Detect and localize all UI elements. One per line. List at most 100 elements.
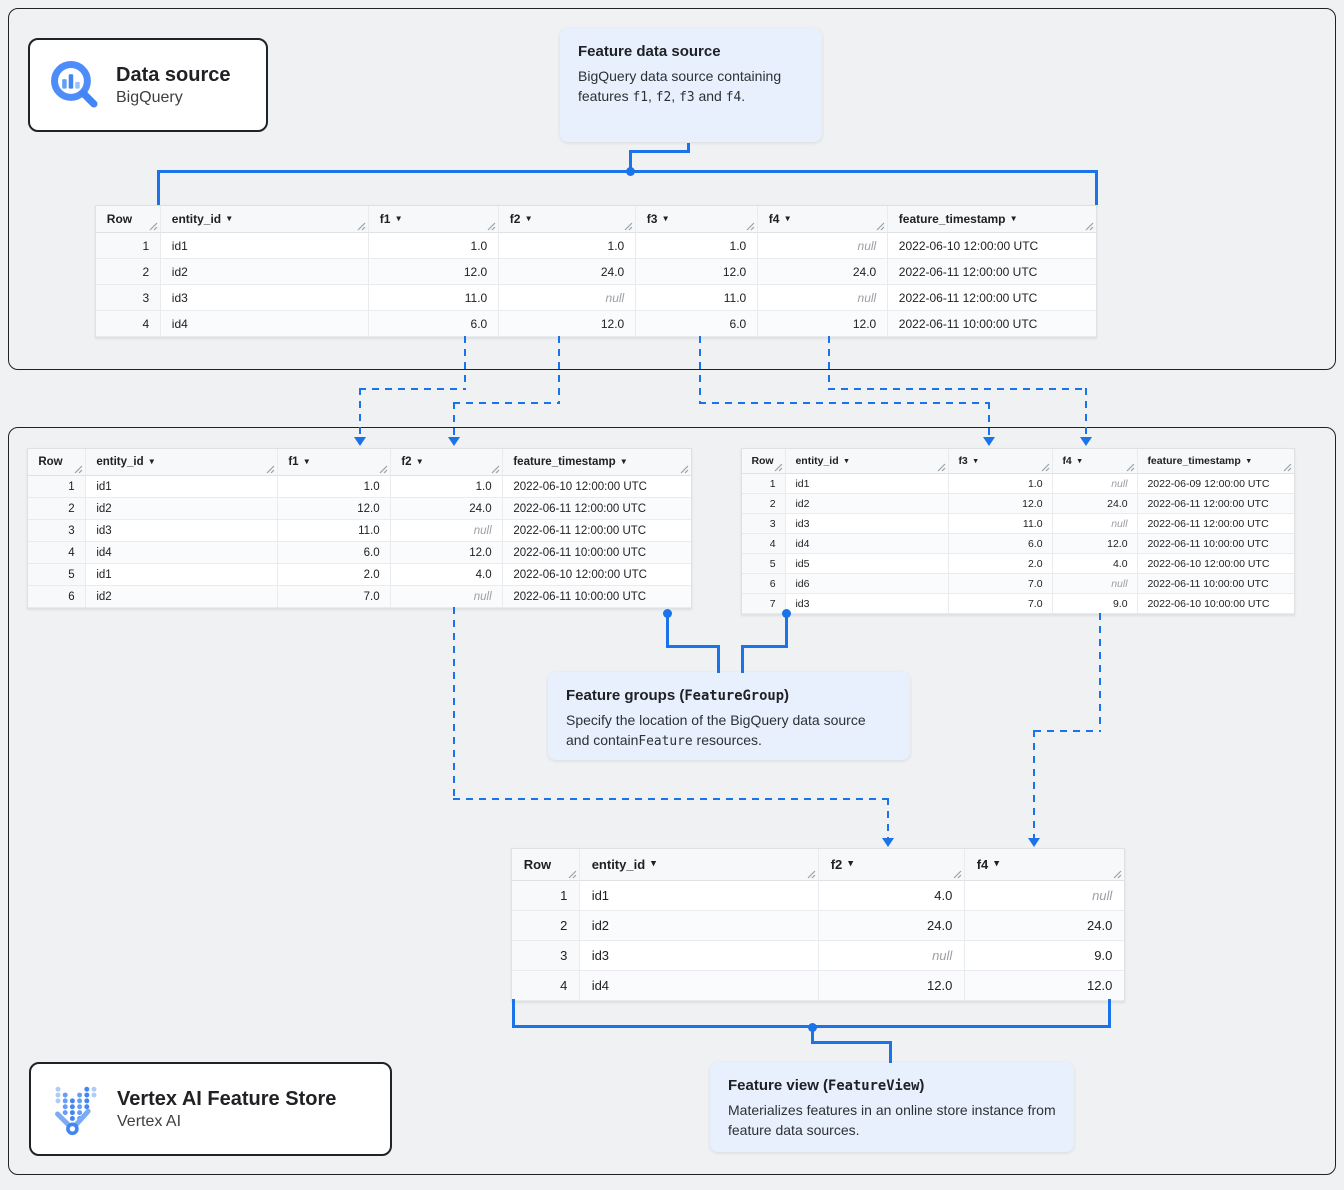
resize-handle-icon [774,463,783,472]
connector-dashed-line [1034,730,1101,732]
column-label: f1 [288,456,299,468]
connector-dashed-line [558,336,560,404]
column-label: f4 [768,212,780,226]
vertex-subtitle: Vertex AI [117,1112,182,1130]
connector-dashed-line [699,402,990,404]
column-header-Row: Row [742,449,786,474]
column-header-entity_id: entity_id▾ [161,206,369,233]
table-cell: 1 [96,233,161,259]
resize-handle-icon [746,222,755,231]
arrow-down-icon [882,838,894,847]
resize-handle-icon [487,222,496,231]
connector-line [717,645,720,673]
table-cell: id3 [786,514,949,534]
table-cell: 3 [28,520,86,542]
table-cell: id2 [580,911,819,941]
table-cell: 4 [28,542,86,564]
table-cell: 7.0 [949,574,1053,594]
connector-dashed-line [453,607,455,800]
resize-handle-icon [74,465,83,474]
table-cell: id3 [86,520,278,542]
table-cell: 3 [96,285,161,311]
table-cell: 24.0 [819,911,965,941]
table-cell: id2 [161,259,369,285]
table-cell: 6.0 [949,534,1053,554]
table-cell: 2 [512,911,580,941]
connector-line [1095,170,1098,205]
column-label: entity_id [171,212,222,226]
resize-handle-icon [624,222,633,231]
table-cell: id4 [161,311,369,337]
table-cell: 1.0 [636,233,758,259]
sort-arrow-icon: ▾ [994,858,999,868]
table-cell: 2 [28,498,86,520]
column-header-f1: f1▾ [369,206,499,233]
callout-title: Feature data source [578,43,721,60]
bigquery-section-box [8,8,1336,370]
feature-groups-callout: Feature groups (FeatureGroup) Specify th… [548,672,910,760]
sort-arrow-icon: ▾ [844,455,849,465]
table-cell: id1 [86,476,278,498]
table-cell: null [1053,574,1138,594]
connector-line [629,150,690,153]
table-cell: 12.0 [758,311,888,337]
column-header-feature_timestamp: feature_timestamp▾ [503,449,691,476]
connector-dashed-line [887,798,889,839]
callout-title: Feature view (FeatureView) [728,1077,925,1094]
table-cell: 4.0 [1053,554,1138,574]
table-cell: 12.0 [391,542,503,564]
table-cell: 1 [742,474,786,494]
table-cell: id2 [786,494,949,514]
table-cell: 3 [512,941,580,971]
column-header-f3: f3▾ [949,449,1053,474]
connector-dashed-line [359,388,361,438]
table-cell: 4 [512,971,580,1001]
table-cell: 2022-06-10 12:00:00 UTC [503,476,691,498]
table-cell: id1 [580,881,819,911]
table-cell: id4 [786,534,949,554]
connector-line [1108,999,1111,1028]
connector-line [811,1041,892,1044]
column-label: Row [38,456,63,468]
table-cell: null [819,941,965,971]
table-cell: null [758,285,888,311]
resize-handle-icon [149,222,158,231]
connector-dashed-line [453,798,890,800]
table-cell: null [965,881,1124,911]
table-cell: 2 [742,494,786,514]
table-cell: 24.0 [758,259,888,285]
table-cell: 2022-06-11 10:00:00 UTC [1138,534,1294,554]
table-cell: 6.0 [278,542,391,564]
column-header-f1: f1▾ [278,449,391,476]
column-header-f2: f2▾ [499,206,636,233]
column-label: f1 [379,212,391,226]
table-cell: 2022-06-10 12:00:00 UTC [503,564,691,586]
connector-line [785,612,788,648]
column-label: feature_timestamp [513,456,616,468]
column-header-f2: f2▾ [819,849,965,881]
table-cell: null [391,520,503,542]
table-cell: 12.0 [965,971,1124,1001]
arrow-down-icon [1028,838,1040,847]
column-header-f2: f2▾ [391,449,503,476]
table-cell: 4.0 [391,564,503,586]
sort-arrow-icon: ▾ [848,858,853,868]
table-cell: 24.0 [1053,494,1138,514]
table-cell: 24.0 [499,259,636,285]
table-cell: 24.0 [965,911,1124,941]
table-cell: 2022-06-11 12:00:00 UTC [1138,514,1294,534]
data-source-box: Data source BigQuery [28,38,268,132]
